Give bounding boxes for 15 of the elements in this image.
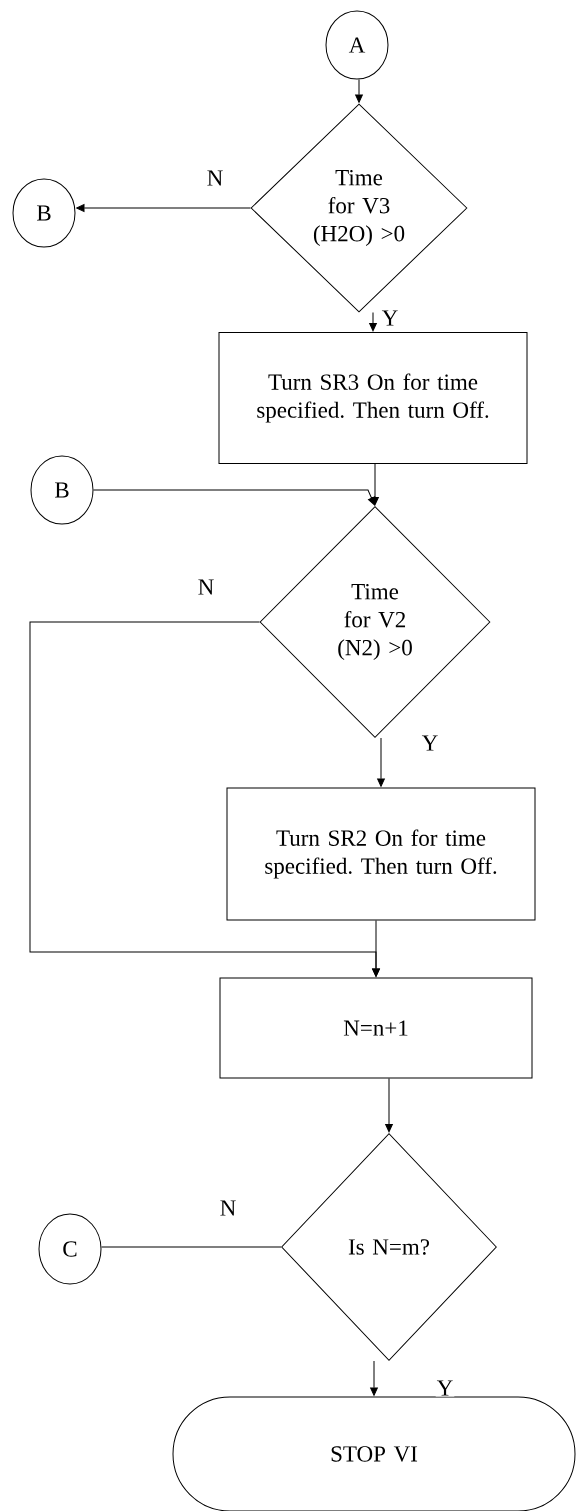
arrow	[372, 920, 380, 977]
process-box: Turn SR2 On for time specified. Then turn Off.	[226, 787, 536, 921]
edge-label: Y	[435, 1379, 455, 1397]
arrow	[76, 204, 251, 212]
edge-label: N	[205, 169, 225, 187]
arrow	[370, 1360, 378, 1396]
edge-label: N	[218, 1199, 238, 1217]
edge-label: N	[196, 578, 216, 596]
arrow	[93, 489, 376, 506]
arrow	[355, 79, 363, 103]
process-box: N=n+1	[219, 977, 533, 1079]
arrow	[369, 312, 377, 332]
arrow	[385, 1078, 393, 1133]
arrow	[377, 737, 385, 787]
process-box: Turn SR3 On for time specified. Then turn Off.	[218, 332, 528, 464]
